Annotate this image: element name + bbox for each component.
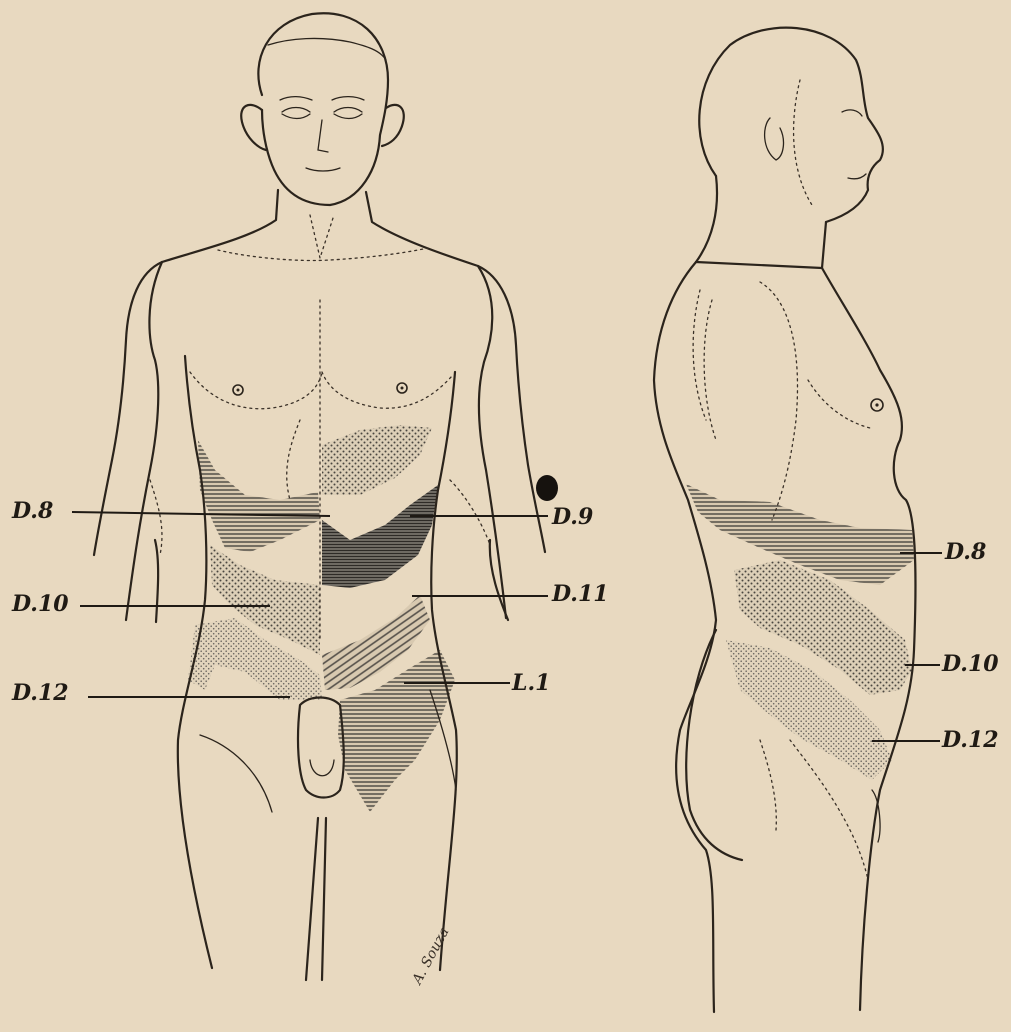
label-side-d12: D.12 — [941, 727, 999, 753]
label-front-d12: D.12 — [11, 680, 69, 706]
label-side-d10: D.10 — [941, 651, 999, 677]
band-d8-left — [198, 440, 320, 552]
ink-blot — [536, 475, 558, 501]
label-front-l1: L.1 — [511, 670, 550, 696]
artist-signature: A. Souza — [408, 925, 452, 989]
band-d9-right — [322, 425, 432, 495]
front-figure — [94, 13, 545, 980]
label-front-d8: D.8 — [11, 498, 53, 524]
band-d9-dark-right — [322, 485, 438, 588]
label-front-d9: D.9 — [551, 504, 593, 530]
label-front-d11: D.11 — [551, 581, 609, 607]
side-figure — [654, 28, 916, 1012]
label-front-d10: D.10 — [11, 591, 69, 617]
label-side-d8: D.8 — [944, 539, 986, 565]
